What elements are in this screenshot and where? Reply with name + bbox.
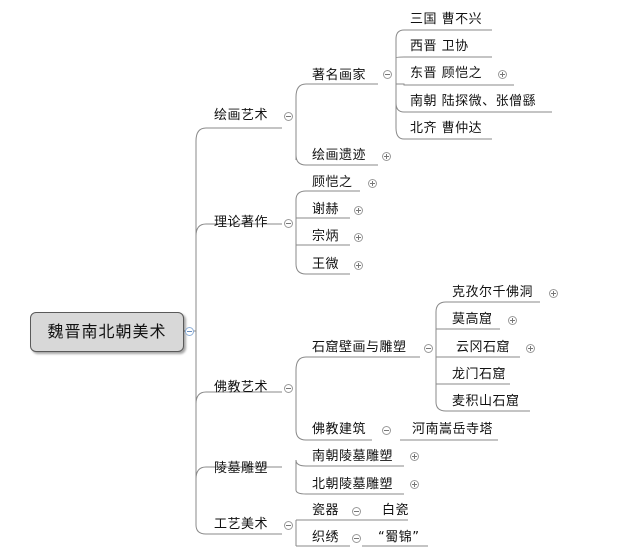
node-grotto-site[interactable]: 龙门石窟 — [452, 367, 507, 382]
node-theory[interactable]: 理论著作 — [214, 215, 269, 230]
tomb-item-expand-icon[interactable] — [410, 452, 419, 461]
root-node-label: 魏晋南北朝美术 — [47, 322, 167, 341]
grotto-site-expand-icon[interactable] — [549, 289, 558, 298]
node-painting-relics[interactable]: 绘画遗迹 — [312, 148, 367, 163]
node-porcelain[interactable]: 瓷器 — [312, 503, 340, 518]
grotto-site-expand-icon[interactable] — [526, 344, 535, 353]
buddhist-art-collapse-icon[interactable] — [284, 384, 293, 393]
node-painter[interactable]: 三国 曹不兴 — [410, 12, 483, 27]
painter-expand-icon[interactable] — [498, 70, 507, 79]
node-white-porcelain[interactable]: 白瓷 — [382, 503, 410, 518]
node-painter[interactable]: 西晋 卫协 — [410, 39, 469, 54]
painting-relics-expand-icon[interactable] — [382, 152, 391, 161]
node-buddhist-architecture[interactable]: 佛教建筑 — [312, 422, 367, 437]
node-embroidery[interactable]: 织绣 — [312, 530, 340, 545]
crafts-collapse-icon[interactable] — [284, 521, 293, 530]
node-tomb-item[interactable]: 南朝陵墓雕塑 — [312, 449, 394, 464]
node-painting[interactable]: 绘画艺术 — [214, 108, 269, 123]
theory-collapse-icon[interactable] — [284, 219, 293, 228]
node-painter[interactable]: 南朝 陆探微、张僧繇 — [410, 94, 537, 109]
node-crafts[interactable]: 工艺美术 — [214, 517, 269, 532]
porcelain-collapse-icon[interactable] — [352, 507, 361, 516]
node-buddhist-art[interactable]: 佛教艺术 — [214, 380, 269, 395]
buddhist-architecture-collapse-icon[interactable] — [382, 426, 391, 435]
node-tomb-item[interactable]: 北朝陵墓雕塑 — [312, 477, 394, 492]
grotto-site-expand-icon[interactable] — [508, 316, 517, 325]
node-grotto-site[interactable]: 麦积山石窟 — [452, 394, 520, 409]
theorist-expand-icon[interactable] — [354, 261, 363, 270]
node-shu-brocade[interactable]: “蜀锦” — [378, 530, 420, 545]
grotto-collapse-icon[interactable] — [424, 344, 433, 353]
root-collapse-icon[interactable] — [185, 327, 194, 336]
node-grotto[interactable]: 石窟壁画与雕塑 — [312, 340, 407, 355]
theorist-expand-icon[interactable] — [368, 179, 377, 188]
root-node[interactable]: 魏晋南北朝美术 — [30, 312, 184, 352]
theorist-expand-icon[interactable] — [354, 233, 363, 242]
embroidery-collapse-icon[interactable] — [352, 534, 361, 543]
node-pagoda[interactable]: 河南嵩岳寺塔 — [412, 422, 494, 437]
node-grotto-site[interactable]: 云冈石窟 — [456, 340, 511, 355]
node-painter[interactable]: 东晋 顾恺之 — [410, 66, 483, 81]
painting-collapse-icon[interactable] — [284, 112, 293, 121]
famous-painters-collapse-icon[interactable] — [383, 70, 392, 79]
node-grotto-site[interactable]: 莫高窟 — [452, 312, 493, 327]
node-theorist[interactable]: 宗炳 — [312, 229, 340, 244]
node-painter[interactable]: 北齐 曹仲达 — [410, 121, 483, 136]
tomb-item-expand-icon[interactable] — [410, 480, 419, 489]
node-grotto-site[interactable]: 克孜尔千佛洞 — [452, 285, 534, 300]
node-theorist[interactable]: 王微 — [312, 257, 340, 272]
node-theorist[interactable]: 顾恺之 — [312, 175, 353, 190]
node-theorist[interactable]: 谢赫 — [312, 202, 340, 217]
node-famous-painters[interactable]: 著名画家 — [312, 68, 367, 83]
theorist-expand-icon[interactable] — [354, 206, 363, 215]
node-tomb-sculpture[interactable]: 陵墓雕塑 — [214, 461, 269, 476]
